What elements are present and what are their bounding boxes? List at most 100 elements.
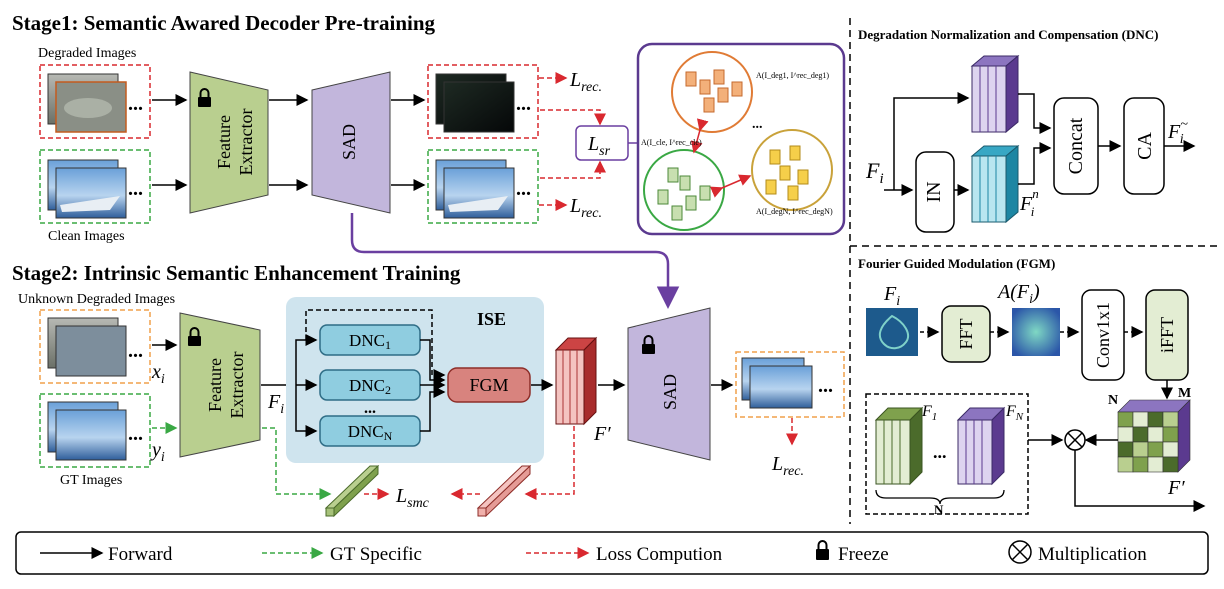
dnc-dots: ...	[364, 400, 376, 417]
dnc-panel-title: Degradation Normalization and Compensati…	[858, 27, 1158, 42]
stage1-sad-label: SAD	[339, 124, 359, 160]
fgm-stack-dots: ...	[933, 442, 947, 462]
gt-feature-vector	[324, 464, 380, 518]
cluster-degn-label: A(I_degN, I^rec_degN)	[756, 207, 833, 216]
cluster-clean-points	[657, 167, 711, 221]
fgm-box	[447, 367, 531, 403]
ifft-label: iFFT	[1157, 317, 1177, 353]
dnc-blue-stack	[970, 144, 1020, 224]
dnc-2-label: DNC2	[349, 376, 391, 397]
purple-feature-stack	[956, 406, 1006, 486]
degraded-image-thumbs	[47, 73, 127, 133]
modulation-matrix	[1117, 399, 1191, 473]
stage1-title: Stage1: Semantic Awared Decoder Pre-trai…	[12, 11, 436, 35]
clean-dots: ...	[128, 178, 143, 200]
lock-icon	[188, 327, 201, 346]
dnc-out: F~i	[1167, 117, 1188, 147]
n-brace	[875, 489, 1005, 505]
output-image-thumbs	[741, 357, 813, 409]
dnc-ca-label: CA	[1134, 132, 1156, 160]
cluster-deg1-points	[685, 69, 743, 113]
dnc-purple-stack	[970, 54, 1020, 134]
unknown-image-thumbs	[47, 317, 127, 377]
output-dots: ...	[818, 375, 833, 397]
recon-degraded-thumbs	[435, 73, 515, 133]
legend-gt: GT Specific	[330, 544, 422, 565]
fgm-n-label: N	[1108, 393, 1118, 408]
fprime-label: F′	[593, 423, 611, 445]
cluster-degn-points	[765, 145, 809, 201]
stage2-sad-label: SAD	[660, 374, 680, 410]
fgm-f1: F1	[921, 403, 937, 423]
unknown-images-box	[39, 309, 151, 384]
loss-rec-bottom: Lrec.	[569, 195, 602, 221]
degraded-images-box	[39, 64, 151, 139]
loss-sr: Lsr	[587, 133, 611, 159]
fgm-feature-map	[866, 308, 918, 356]
ise-label: ISE	[477, 309, 506, 329]
x-label: xi	[151, 361, 165, 387]
clean-images-label: Clean Images	[48, 229, 125, 244]
recon-clean-dots: ...	[516, 178, 531, 200]
legend-multiply-icon	[1008, 540, 1032, 564]
legend-freeze: Freeze	[838, 544, 889, 565]
legend-forward: Forward	[108, 544, 173, 565]
dnc-in-box	[915, 151, 955, 233]
n-brace-label: N	[934, 502, 944, 517]
legend-mult: Multiplication	[1038, 544, 1147, 565]
fprime-feature-stack	[554, 336, 598, 426]
gt-images-label: GT Images	[60, 473, 122, 488]
fgm-fi: Fi	[883, 283, 900, 309]
cluster-deg1-label: A(I_deg1, I^rec_deg1)	[756, 71, 829, 80]
legend-box	[15, 531, 1209, 575]
stage1-sad	[311, 71, 391, 214]
recon-clean-box	[427, 149, 539, 224]
fgm-m-label: M	[1178, 386, 1191, 401]
stage2-title: Stage2: Intrinsic Semantic Enhancement T…	[12, 261, 461, 285]
dnc-1-label: DNC1	[349, 331, 391, 352]
recon-degraded-box	[427, 64, 539, 139]
dnc-features-box	[865, 393, 1029, 515]
degraded-images-label: Degraded Images	[38, 46, 136, 61]
gt-image-thumbs	[47, 401, 127, 461]
gt-images-box	[39, 393, 151, 468]
loss-rec-top: Lrec.	[569, 69, 602, 95]
cluster-cle-label: A(I_cle, I^rec_cle)	[641, 138, 702, 147]
dnc-in-label: IN	[923, 181, 945, 202]
recon-clean-thumbs	[435, 159, 515, 219]
output-images-box	[735, 351, 845, 418]
y-label: yi	[150, 439, 165, 465]
fgm-amplitude-map	[1012, 308, 1060, 356]
legend-loss: Loss Compution	[596, 544, 723, 565]
clean-images-box	[39, 149, 151, 224]
fgm-afi: A(Fi)	[996, 281, 1040, 307]
unknown-dots: ...	[128, 340, 143, 362]
stage2-feature-extractor	[179, 312, 261, 458]
legend-lock-icon	[816, 540, 829, 560]
conv1x1-box	[1081, 289, 1125, 381]
lock-icon	[198, 88, 211, 107]
multiply-icon	[1064, 429, 1086, 451]
green-feature-stack	[874, 406, 924, 486]
gt-dots: ...	[128, 423, 143, 445]
loss-smc: Lsmc	[395, 485, 430, 511]
clean-image-thumbs	[47, 159, 127, 219]
fgm-fn: FN	[1005, 403, 1024, 423]
stage2-loss-rec: Lrec.	[771, 453, 804, 479]
dnc-concat-label: Concat	[1065, 117, 1087, 174]
sad-transfer-arrow	[350, 213, 680, 309]
fft-box	[941, 305, 991, 363]
unknown-degraded-label: Unknown Degraded Images	[18, 292, 175, 307]
fgm-label: FGM	[469, 375, 508, 395]
dnc-fi: Fi	[865, 158, 884, 187]
conv1x1-label: Conv1x1	[1093, 302, 1113, 368]
pred-feature-vector	[476, 464, 532, 518]
fgm-panel-title: Fourier Guided Modulation (FGM)	[858, 256, 1055, 271]
fft-label: FFT	[956, 318, 976, 349]
dnc-n-label: DNCN	[348, 422, 393, 443]
recon-degraded-dots: ...	[516, 93, 531, 115]
